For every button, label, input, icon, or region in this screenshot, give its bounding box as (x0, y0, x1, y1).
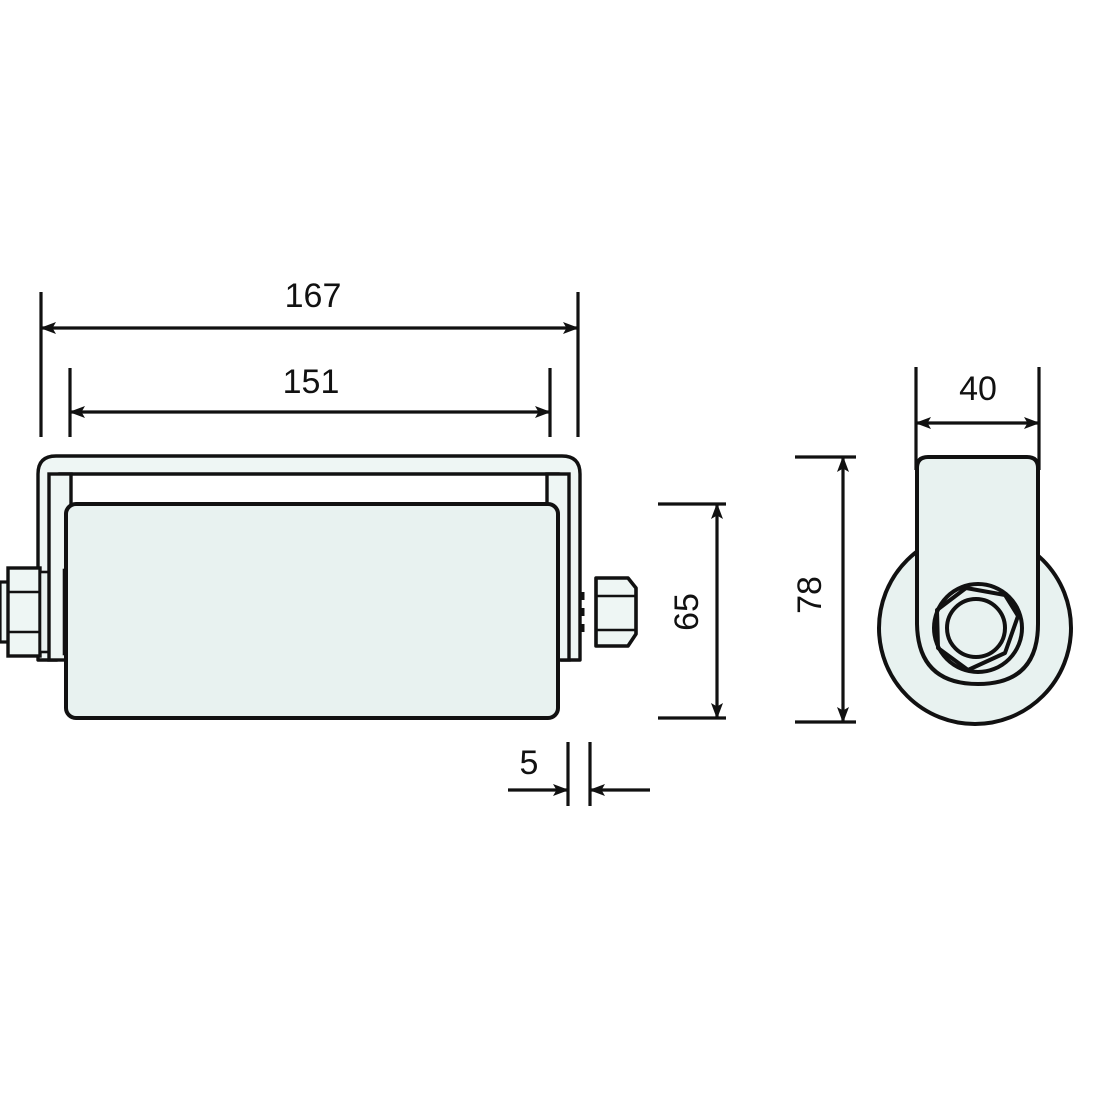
axle-outer-circle (932, 582, 1024, 674)
dimension-label-40: 40 (959, 370, 997, 408)
bracket-side-outline (915, 455, 1040, 686)
axle-hex-nut-side (932, 582, 1024, 674)
dimension-label-65: 65 (668, 593, 706, 631)
dimension-5: 5 (508, 742, 650, 806)
right-bolt-assembly (581, 576, 638, 648)
front-view: 167 151 (0, 277, 726, 806)
bracket-side-body (915, 455, 1040, 686)
axle-inner-circle (945, 597, 1007, 659)
right-hex-nut (594, 576, 638, 648)
extension-lines-151 (68, 368, 552, 437)
dimension-65: 65 (658, 502, 726, 720)
dimension-label-78: 78 (791, 576, 829, 614)
dimension-167: 167 (40, 277, 579, 334)
dimension-label-151: 151 (283, 363, 340, 401)
dimension-label-167: 167 (285, 277, 342, 315)
left-bolt-assembly (0, 566, 51, 658)
dimension-40: 40 (914, 367, 1041, 470)
axle-hexagon (935, 586, 1020, 672)
roller-body-front (64, 502, 560, 720)
side-view: 40 78 (791, 367, 1073, 726)
extension-lines-167 (39, 292, 580, 437)
dimension-78: 78 (791, 455, 856, 724)
dimension-label-5: 5 (520, 744, 539, 782)
roller-body-rect (64, 502, 560, 720)
dimension-151: 151 (69, 363, 551, 418)
left-hex-nut (6, 566, 42, 658)
